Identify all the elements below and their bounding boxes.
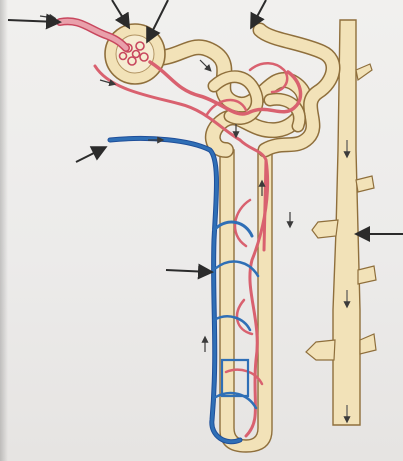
bowmans-capsule bbox=[105, 24, 165, 84]
flow-arrow-icon bbox=[40, 16, 54, 18]
flow-arrow-icon bbox=[200, 60, 210, 70]
venule bbox=[110, 138, 258, 441]
convoluted-tubules bbox=[150, 30, 333, 150]
collecting-duct bbox=[306, 20, 376, 425]
arrow-icon bbox=[8, 20, 58, 22]
arrow-icon bbox=[166, 270, 210, 272]
arrow-icon bbox=[112, 0, 128, 26]
arrow-icon bbox=[252, 0, 266, 26]
arrow-icon bbox=[76, 148, 104, 162]
